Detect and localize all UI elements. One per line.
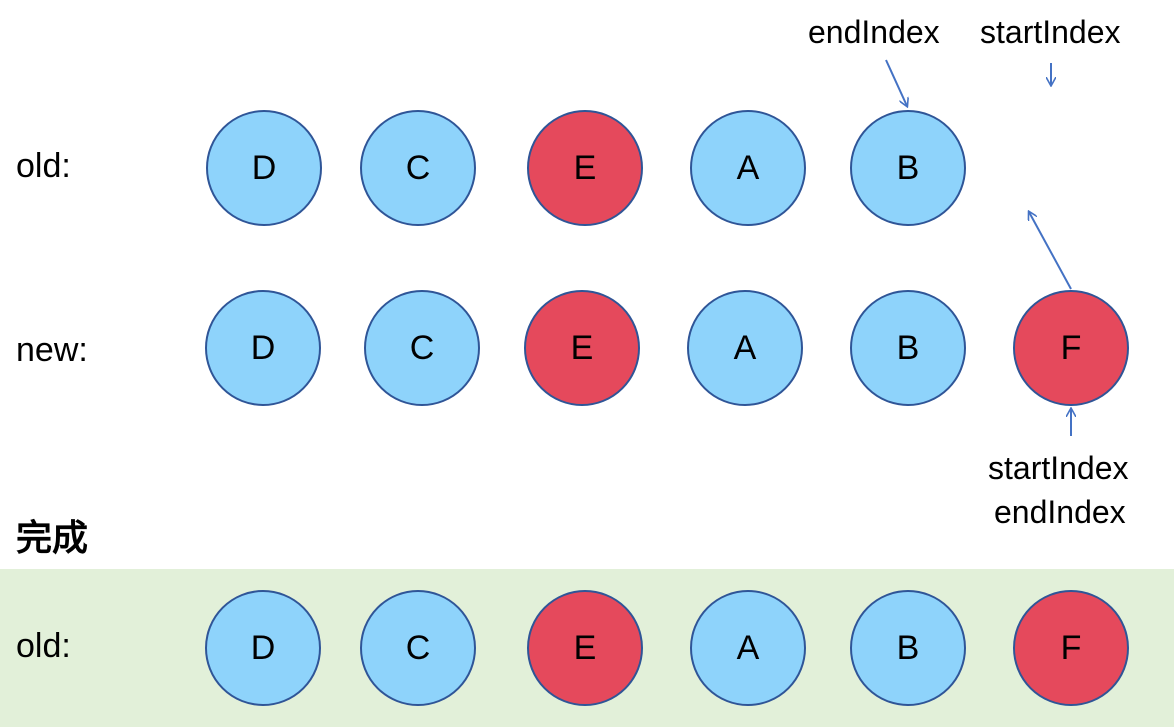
result-node-d: D	[205, 590, 321, 706]
old-node-a: A	[690, 110, 806, 226]
insert-f-arrow	[1029, 212, 1072, 290]
old-node-c: C	[360, 110, 476, 226]
new-start-index-label: startIndex	[988, 450, 1129, 486]
new-node-a: A	[687, 290, 803, 406]
new-row-label: new:	[16, 331, 88, 369]
old-end-index-label: endIndex	[808, 14, 940, 50]
new-node-d: D	[205, 290, 321, 406]
old-row-label: old:	[16, 147, 71, 185]
result-node-c: C	[360, 590, 476, 706]
old-node-d: D	[206, 110, 322, 226]
new-node-e: E	[524, 290, 640, 406]
old-end-index-arrow	[885, 59, 907, 106]
new-node-f: F	[1013, 290, 1129, 406]
complete-heading: 完成	[16, 517, 89, 558]
new-node-c: C	[364, 290, 480, 406]
result-row-label: old:	[16, 627, 71, 665]
result-node-a: A	[690, 590, 806, 706]
old-start-index-label: startIndex	[980, 14, 1121, 50]
result-node-b: B	[850, 590, 966, 706]
new-node-b: B	[850, 290, 966, 406]
result-node-f: F	[1013, 590, 1129, 706]
old-node-e: E	[527, 110, 643, 226]
old-node-b: B	[850, 110, 966, 226]
new-end-index-label: endIndex	[994, 494, 1126, 530]
result-node-e: E	[527, 590, 643, 706]
